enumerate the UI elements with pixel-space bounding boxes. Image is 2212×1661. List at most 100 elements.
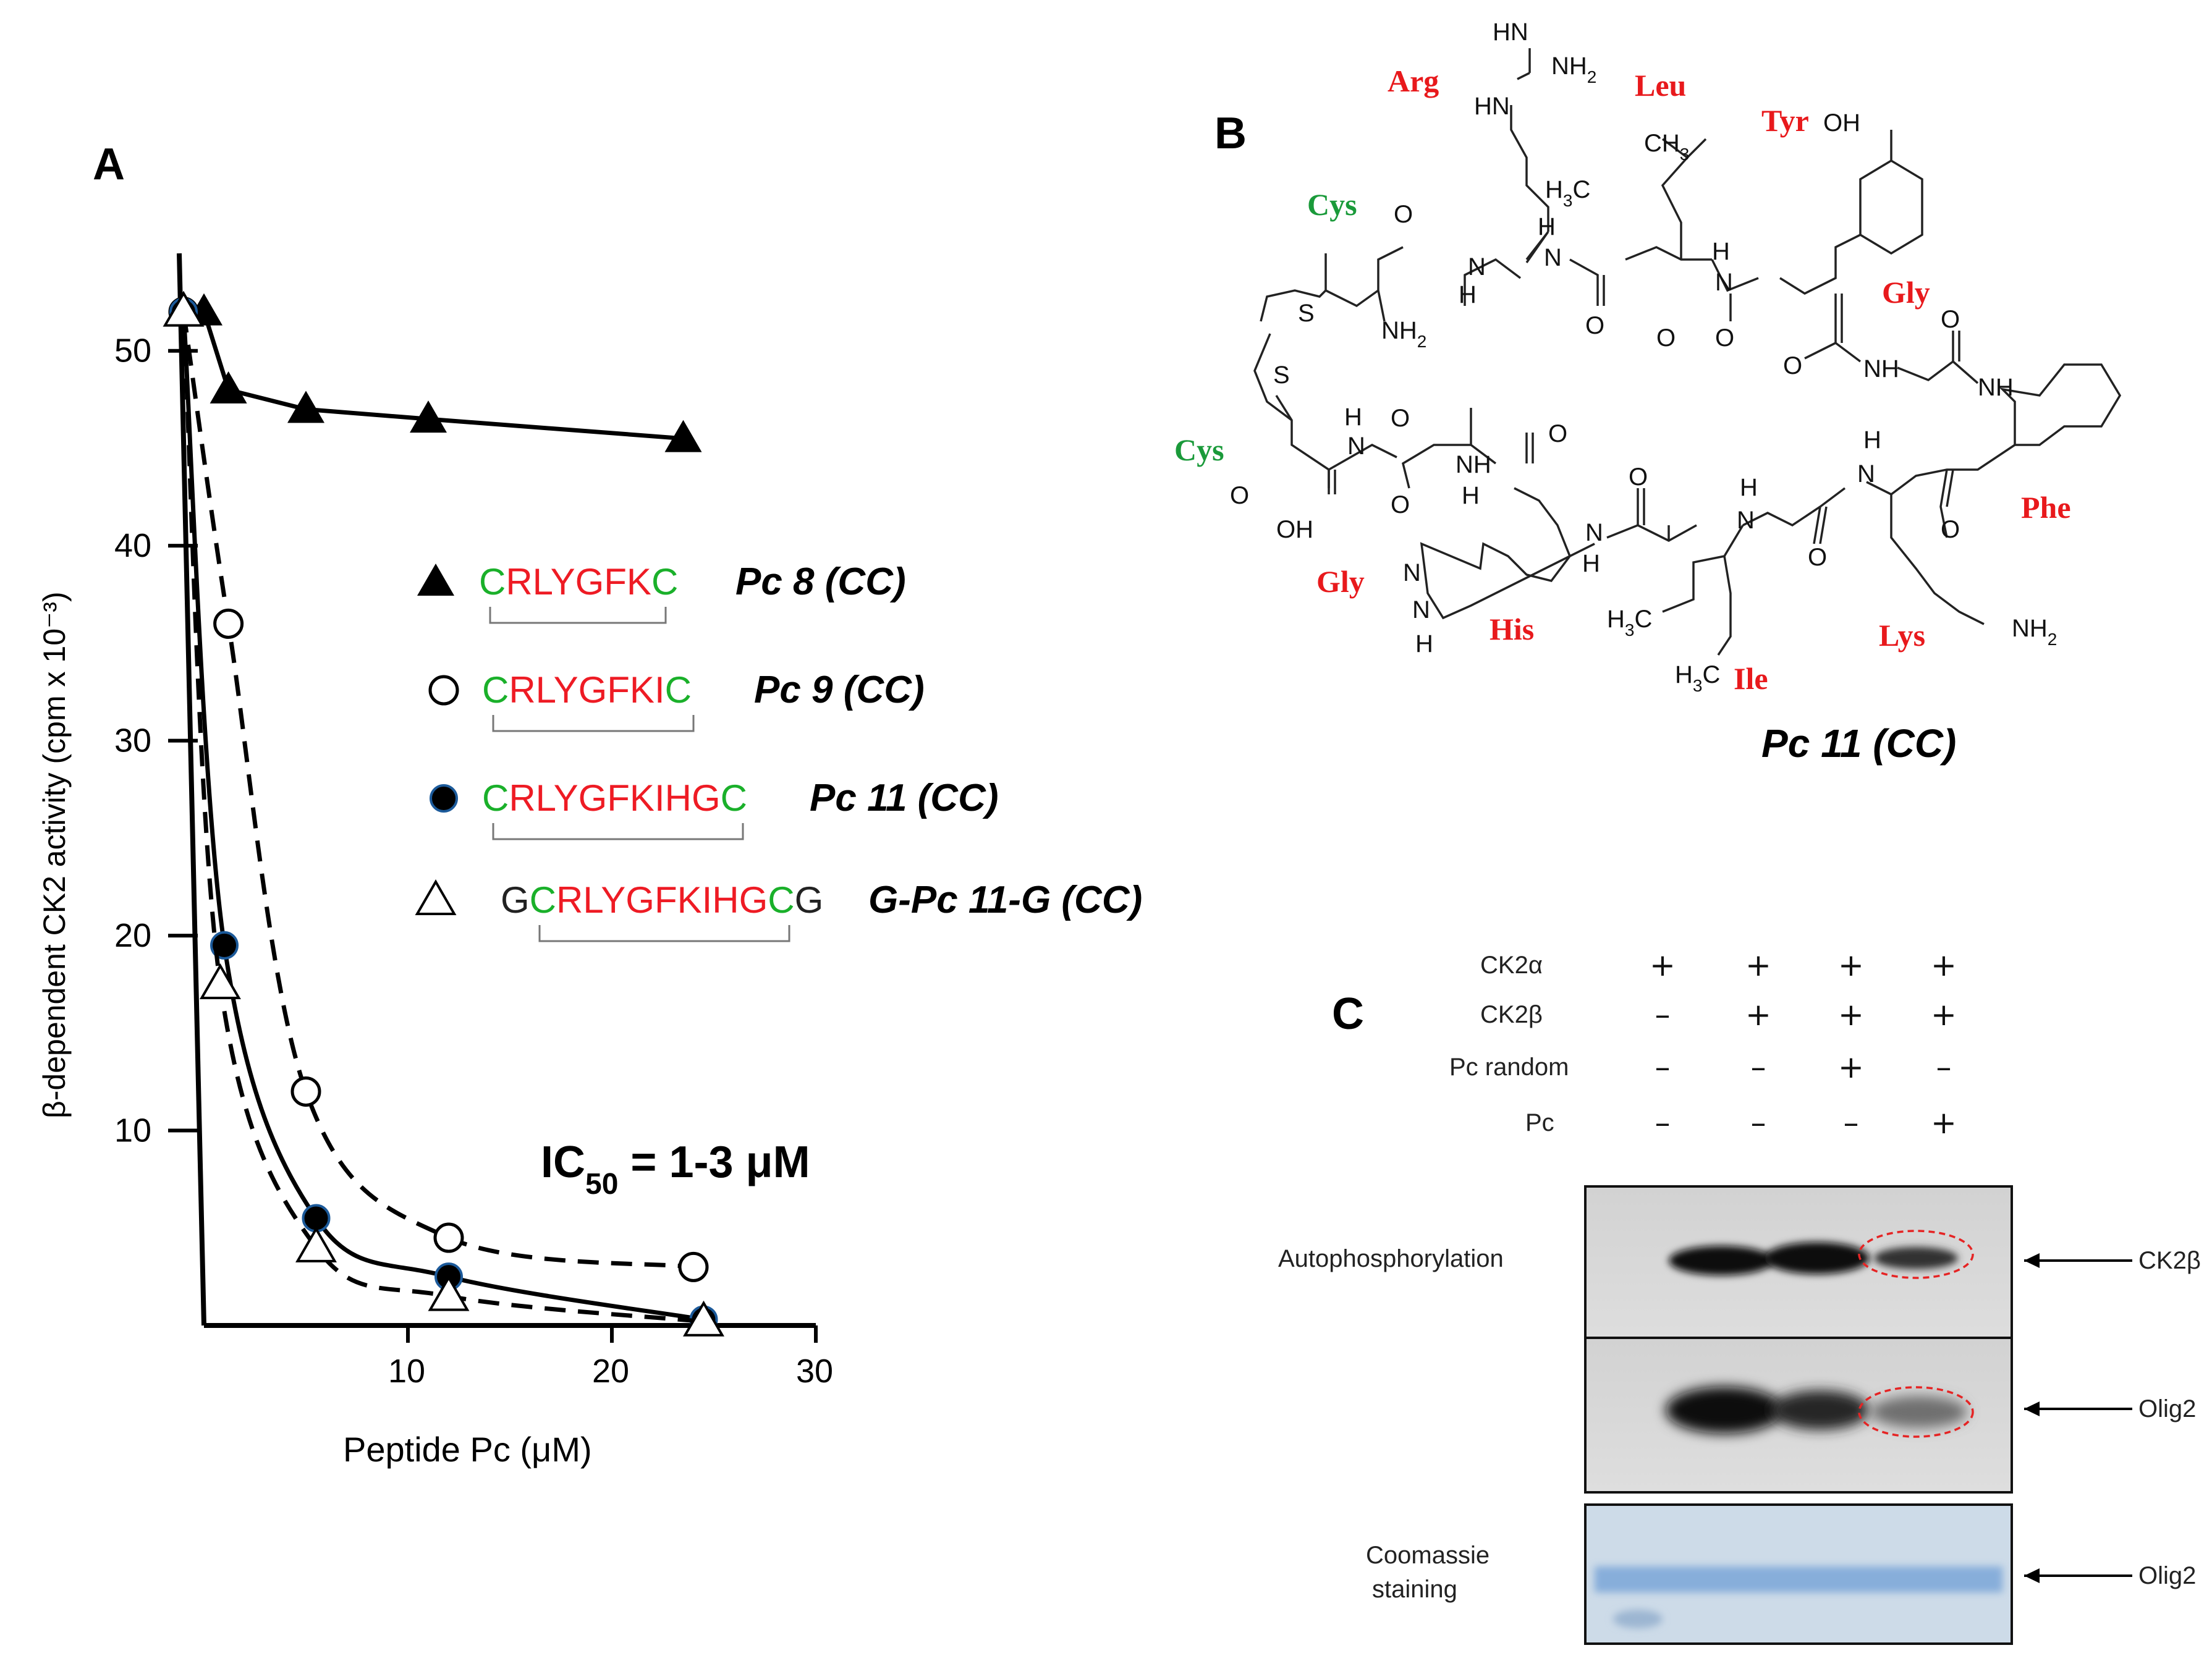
- atom-h-his: H: [1415, 630, 1433, 657]
- legend-marker: [430, 784, 458, 813]
- atom-n-his: N: [1403, 559, 1421, 586]
- y-axis: [177, 253, 206, 1326]
- legend-sequence: CRLYGFKIC: [482, 669, 692, 711]
- atom-o-7: O: [1391, 405, 1410, 432]
- atom-nh2-lys: NH2: [2012, 615, 2057, 649]
- residue-gly-2: Gly: [1316, 564, 1365, 599]
- disulfide-bracket: [492, 715, 695, 732]
- atom-n-7: N: [1857, 460, 1875, 488]
- condition-sign: +: [1838, 997, 1864, 1033]
- residue-lys: Lys: [1879, 618, 1925, 653]
- condition-sign: –: [1655, 1105, 1671, 1141]
- blot-1-band-lane2: [1669, 1246, 1774, 1275]
- condition-sign: +: [1650, 947, 1676, 983]
- panel-c-letter: C: [1332, 989, 1364, 1039]
- blot-2-band-lane4: [1871, 1396, 1967, 1428]
- blot-3-smear: [1613, 1610, 1663, 1628]
- legend-name: G-Pc 11-G (CC): [868, 879, 1142, 921]
- data-point: [287, 391, 324, 423]
- blot-1-band-label: CK2β: [2138, 1247, 2201, 1274]
- residue-his: His: [1489, 612, 1534, 646]
- atom-h3c-leu: H3C: [1545, 176, 1590, 210]
- legend-sequence: CRLYGFKIHGC: [482, 777, 747, 819]
- panel-a-letter: A: [93, 140, 125, 189]
- legend-name: Pc 11 (CC): [810, 777, 999, 819]
- condition-sign: +: [1931, 997, 1957, 1033]
- atom-nh-2: NH: [1456, 451, 1491, 478]
- disulfide-bracket: [492, 823, 744, 840]
- molecule-atoms: HN NH2 HN CH3 H3C OH O N H H N O N H O O…: [1230, 19, 2057, 695]
- molecule-bonds: [1253, 48, 2122, 656]
- condition-label: CK2α: [1480, 952, 1543, 979]
- conditions-table: CK2α++++CK2β–+++Pc random––+–Pc–––+: [1449, 947, 1957, 1141]
- atom-o-4: O: [1715, 324, 1734, 352]
- legend-name: Pc 9 (CC): [754, 669, 925, 711]
- series-3: [163, 290, 724, 1337]
- series-layer: [163, 290, 724, 1337]
- blot-3-band: [1595, 1566, 2002, 1592]
- legend-sequence: CRLYGFKC: [479, 561, 678, 602]
- molecule-title: Pc 11 (CC): [1761, 721, 1956, 766]
- data-point: [433, 1222, 464, 1253]
- blot-2-arrowhead: [2024, 1401, 2040, 1416]
- blot-3-arrowhead: [2024, 1568, 2040, 1583]
- atom-o-8: O: [1230, 482, 1249, 509]
- atom-n-1: N: [1468, 253, 1486, 281]
- atom-oh-tyr: OH: [1823, 109, 1860, 137]
- x-tick-label: 30: [796, 1353, 833, 1390]
- atom-o-13: O: [1941, 516, 1960, 543]
- atom-n-2: N: [1544, 244, 1562, 271]
- condition-sign: –: [1655, 997, 1671, 1033]
- legend-sequence: GCRLYGFKIHGCG: [501, 879, 823, 921]
- residue-phe: Phe: [2021, 490, 2071, 525]
- atom-n-5: N: [1585, 519, 1603, 546]
- series-line: [181, 311, 705, 1322]
- blot-1-label: Autophosphorylation: [1278, 1245, 1504, 1272]
- data-point: [290, 1076, 321, 1107]
- atom-n-3: N: [1715, 269, 1733, 296]
- atom-o-10: O: [1548, 420, 1567, 447]
- condition-label: CK2β: [1480, 1001, 1543, 1028]
- atom-h3c-ile-2: H3C: [1675, 661, 1720, 695]
- disulfide-bracket: [489, 607, 667, 624]
- atom-n-4: N: [1347, 433, 1365, 460]
- condition-sign: +: [1838, 947, 1864, 983]
- atom-nh-gly: NH: [1863, 355, 1899, 382]
- data-point: [664, 420, 702, 452]
- data-point: [295, 1226, 337, 1262]
- condition-sign: +: [1745, 947, 1771, 983]
- atom-h-1: H: [1459, 281, 1477, 308]
- blot-autophosphorylation: Autophosphorylation CK2β: [1278, 1185, 2201, 1345]
- residue-gly-1: Gly: [1882, 275, 1930, 310]
- atom-h-2: H: [1538, 213, 1556, 240]
- atom-h-4: H: [1344, 404, 1362, 431]
- y-axis-label: β-dependent CK2 activity (cpm x 10⁻³): [37, 591, 72, 1118]
- atom-h3c-ile-1: H3C: [1607, 606, 1652, 640]
- ic50-label: IC50 = 1-3 μM: [541, 1138, 810, 1201]
- blot-1-band-lane4: [1874, 1247, 1958, 1269]
- condition-label: Pc: [1525, 1109, 1554, 1136]
- series-0: [185, 293, 702, 452]
- atom-nh-phe: NH: [1978, 374, 2014, 401]
- data-point: [428, 1275, 470, 1311]
- blot-3-band-label: Olig2: [2138, 1562, 2196, 1589]
- atom-ch3: CH3: [1644, 130, 1689, 164]
- condition-sign: +: [1745, 997, 1771, 1033]
- x-tick-label: 20: [592, 1353, 629, 1390]
- legend-marker: [415, 879, 457, 915]
- blot-2-band-label: Olig2: [2138, 1395, 2196, 1422]
- atom-oh-cys: OH: [1276, 516, 1313, 543]
- condition-sign: –: [1844, 1105, 1859, 1141]
- legend-marker: [428, 675, 459, 706]
- atom-nh2-guanidine: NH2: [1551, 53, 1596, 87]
- atom-nh2-cys: NH2: [1381, 317, 1426, 351]
- atom-h-5: H: [1462, 482, 1480, 509]
- data-point: [410, 400, 447, 433]
- blot-1-highlight-circle: [1858, 1230, 1974, 1279]
- blot-coomassie: Coomassie staining Olig2: [1366, 1503, 2196, 1645]
- atom-o-12: O: [1808, 544, 1827, 571]
- atom-n-6: N: [1737, 507, 1755, 534]
